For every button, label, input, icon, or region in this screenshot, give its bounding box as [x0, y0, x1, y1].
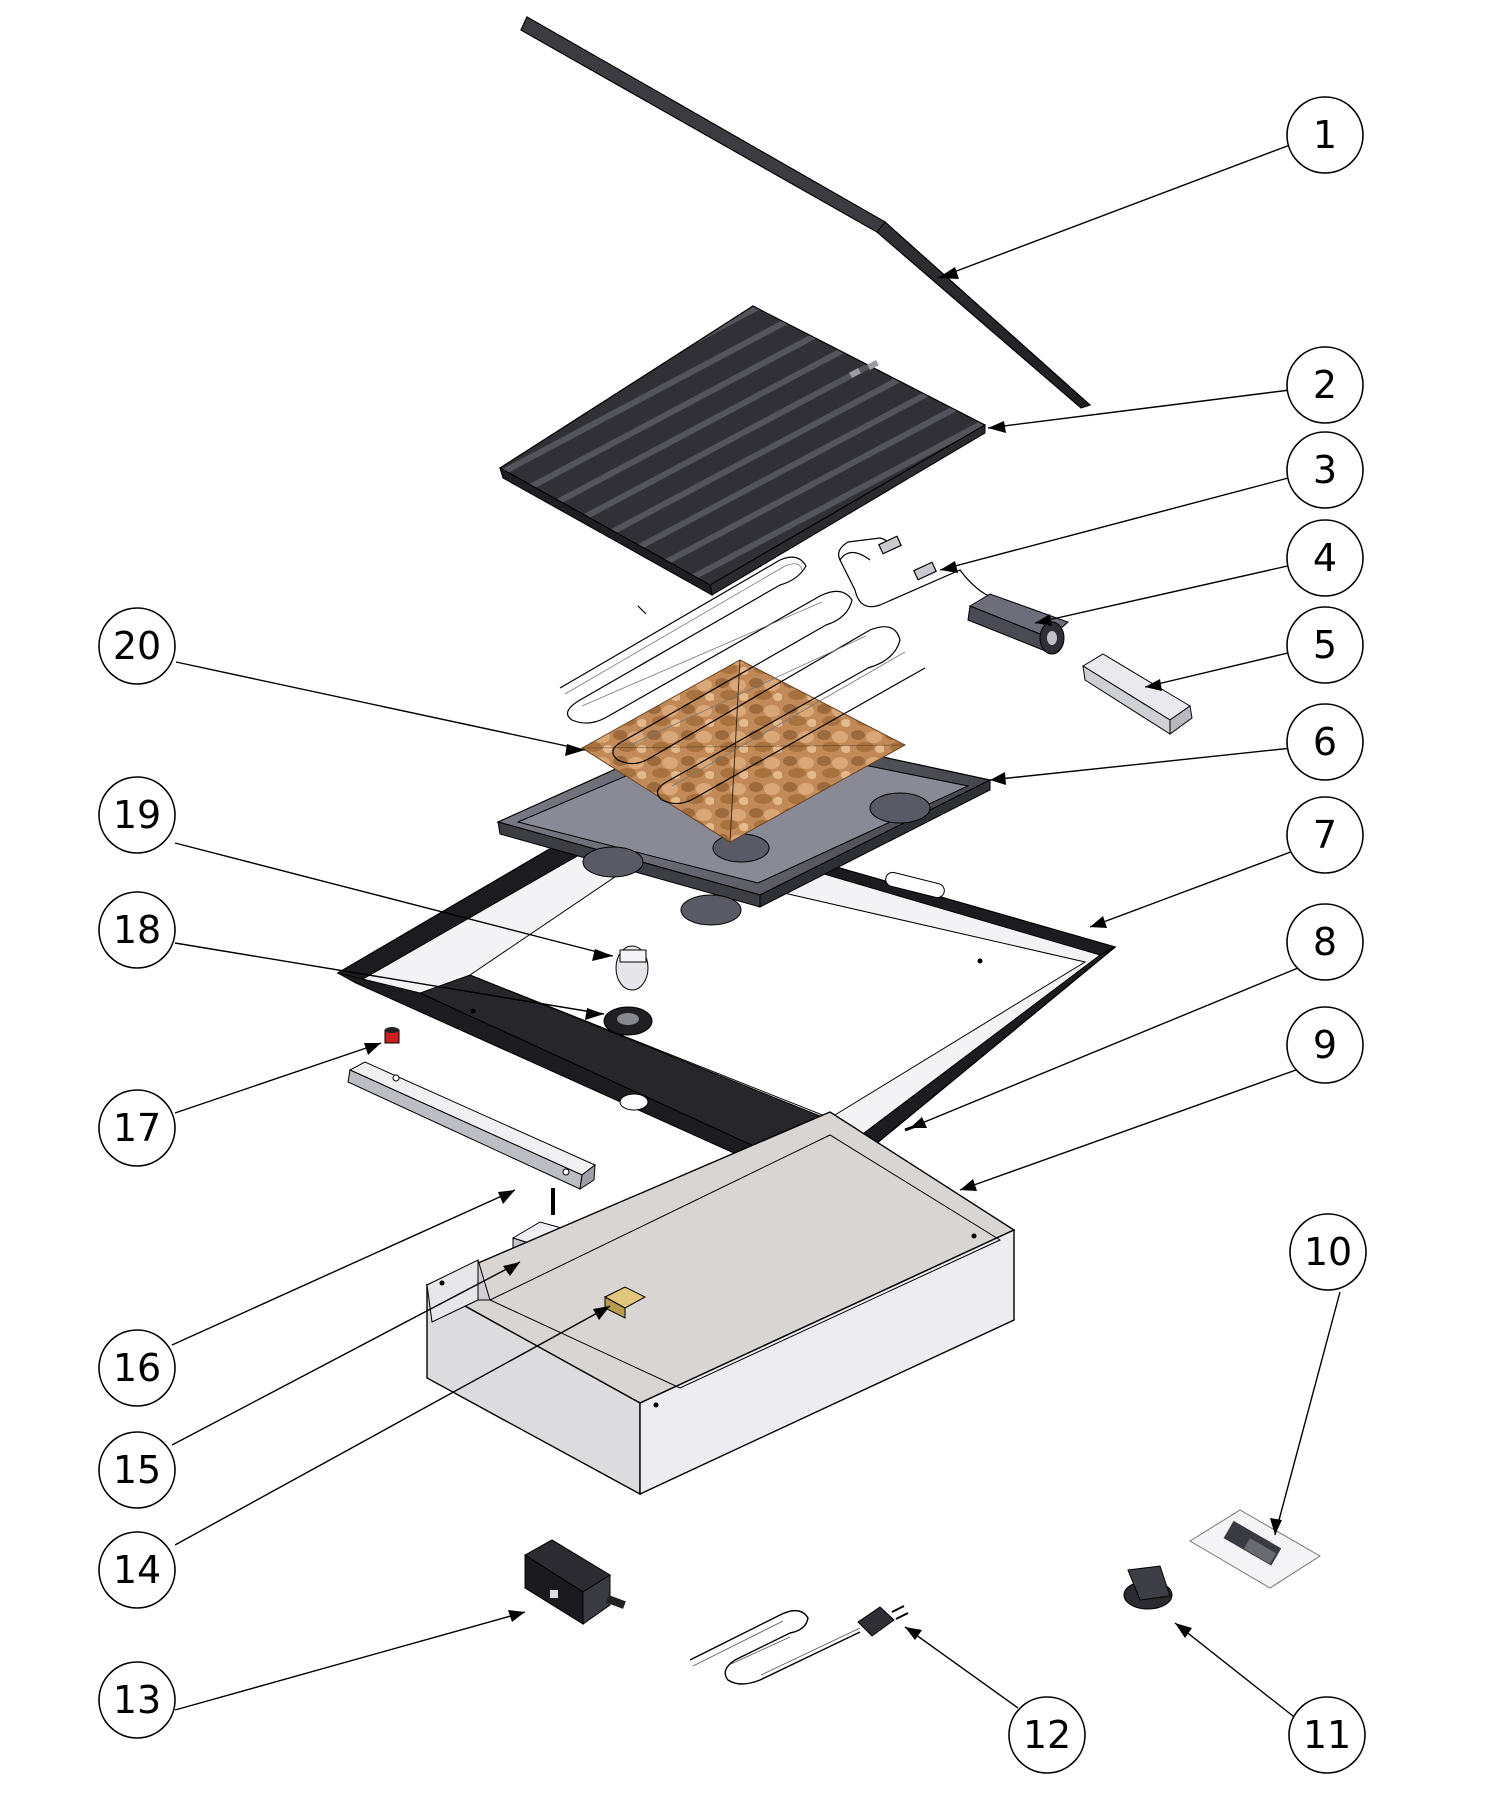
balloon-6: 6 [1286, 703, 1364, 781]
leader-14 [174, 1305, 611, 1546]
part-power-cord [689, 1605, 909, 1685]
balloon-20: 20 [98, 607, 176, 685]
balloon-10: 10 [1289, 1213, 1367, 1291]
balloon-label-18: 18 [113, 908, 161, 952]
leader-6 [989, 747, 1293, 781]
balloon-18: 18 [98, 891, 176, 969]
part-element-shield [1082, 653, 1193, 735]
balloon-2: 2 [1286, 346, 1364, 424]
balloon-17: 17 [98, 1089, 176, 1167]
balloon-15: 15 [98, 1431, 176, 1509]
balloon-label-1: 1 [1313, 113, 1337, 157]
balloon-13: 13 [98, 1661, 176, 1739]
part-hardware-bag [1189, 1509, 1321, 1589]
part-cylinder-cover [967, 593, 1069, 655]
leader-13 [174, 1611, 526, 1711]
leader-9 [959, 1069, 1297, 1191]
balloon-label-10: 10 [1304, 1230, 1352, 1274]
balloon-label-14: 14 [113, 1548, 161, 1592]
part-base-housing [425, 1111, 1016, 1496]
part-lava-rocks [581, 659, 907, 843]
balloon-5: 5 [1286, 606, 1364, 684]
balloon-12: 12 [1008, 1696, 1086, 1774]
part-switch-module [524, 1539, 626, 1625]
balloon-19: 19 [98, 776, 176, 854]
balloon-label-15: 15 [113, 1448, 161, 1492]
leader-10 [1274, 1291, 1341, 1536]
arrowheads [364, 267, 1282, 1640]
balloon-16: 16 [98, 1329, 176, 1407]
leader-20 [175, 661, 586, 751]
balloon-label-4: 4 [1313, 536, 1337, 580]
leader-4 [1034, 564, 1293, 624]
balloon-label-20: 20 [113, 624, 161, 668]
part-control-bracket [347, 1061, 596, 1191]
part-heating-element [559, 535, 1001, 805]
part-lid [520, 16, 1092, 409]
balloon-label-7: 7 [1313, 813, 1337, 857]
part-terminal-block [603, 1286, 647, 1319]
part-grill-plate [498, 305, 987, 596]
balloon-11: 11 [1288, 1696, 1366, 1774]
balloon-label-16: 16 [113, 1346, 161, 1390]
balloon-label-5: 5 [1313, 623, 1337, 667]
part-knob-bezel [615, 945, 649, 991]
leader-7 [1089, 849, 1297, 928]
balloon-3: 3 [1286, 431, 1364, 509]
leader-11 [1174, 1622, 1299, 1721]
balloon-7: 7 [1286, 796, 1364, 874]
balloon-label-9: 9 [1313, 1023, 1337, 1067]
leader-17 [174, 1042, 382, 1114]
part-indicator-light [384, 1027, 400, 1044]
balloon-label-8: 8 [1313, 920, 1337, 964]
balloon-label-12: 12 [1023, 1713, 1071, 1757]
leader-2 [987, 389, 1291, 429]
leader-8 [909, 967, 1299, 1129]
part-control-knob [1123, 1565, 1173, 1610]
part-grommet [603, 1006, 653, 1036]
leader-lines [171, 144, 1341, 1721]
balloon-8: 8 [1286, 903, 1364, 981]
balloon-label-2: 2 [1313, 363, 1337, 407]
balloon-9: 9 [1286, 1006, 1364, 1084]
leader-3 [939, 476, 1293, 571]
leader-1 [937, 144, 1291, 279]
balloon-14: 14 [98, 1531, 176, 1609]
balloon-4: 4 [1286, 519, 1364, 597]
balloon-label-6: 6 [1313, 720, 1337, 764]
part-top-frame [336, 805, 1117, 1181]
balloon-label-11: 11 [1303, 1713, 1351, 1757]
balloon-label-19: 19 [113, 793, 161, 837]
leader-18 [174, 942, 605, 1015]
balloons: 1 2 3 4 5 6 7 8 9 10 11 12 13 14 15 16 1… [98, 96, 1367, 1774]
leader-12 [904, 1626, 1019, 1709]
balloon-label-13: 13 [113, 1678, 161, 1722]
balloon-1: 1 [1286, 96, 1364, 174]
leader-19 [174, 842, 614, 957]
leader-15 [171, 1261, 521, 1446]
balloon-label-3: 3 [1313, 448, 1337, 492]
leader-5 [1144, 651, 1293, 688]
leader-16 [171, 1189, 516, 1346]
balloon-label-17: 17 [113, 1106, 161, 1150]
